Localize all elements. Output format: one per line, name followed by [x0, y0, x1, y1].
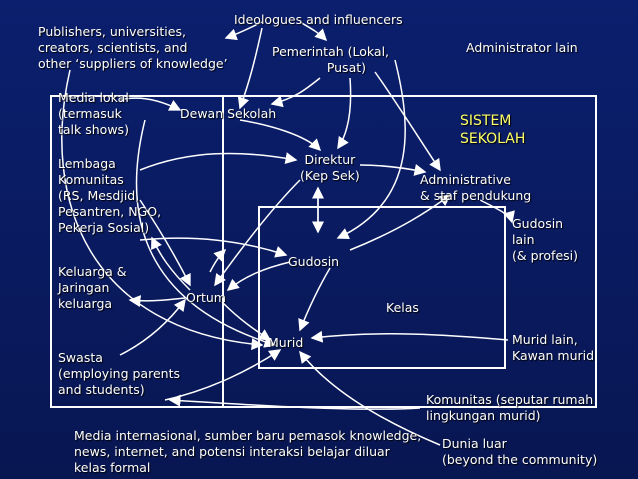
label-media-internasional: Media internasional, sumber baru pemasok…: [74, 428, 422, 475]
label-ideologues: Ideologues and influencers: [234, 12, 403, 27]
arrow-komunitas-to-media-int: [168, 394, 421, 410]
arrow-media-lokal-to-dewan: [119, 97, 182, 111]
label-murid-lain: Murid lain, Kawan murid: [512, 332, 595, 363]
arrow-publishers-to-murid: [61, 69, 264, 351]
label-administrator-lain: Administrator lain: [466, 40, 578, 55]
arrow-gudosin-to-murid: [298, 267, 331, 332]
arrow-murid-lain-to-murid: [310, 330, 509, 343]
arrow-ideologues-to-pemerintah: [299, 21, 328, 42]
arrow-admin-to-gudosin-lain: [479, 199, 515, 224]
label-swasta: Swasta (employing parents and students): [58, 350, 180, 397]
arrow-swasta-to-ortum: [119, 298, 186, 356]
arrow-ortum-to-keluarga: [128, 295, 186, 308]
label-media-lokal: Media lokal (termasuk talk shows): [58, 90, 129, 137]
label-komunitas: Komunitas (seputar rumah lingkungan muri…: [426, 392, 594, 423]
arrow-lembaga-to-direktur: [139, 152, 298, 171]
arrow-direktur-to-admin: [359, 164, 427, 176]
label-sistem-sekolah: SISTEM SEKOLAH: [460, 113, 526, 147]
label-dunia-luar: Dunia luar (beyond the community): [442, 436, 598, 467]
arrow-gudosin-to-admin: [349, 194, 452, 251]
arrow-dewan-to-direktur: [239, 119, 322, 152]
label-gudosin-lain: Gudosin lain (& profesi): [512, 216, 578, 263]
arrow-pemerintah-to-direktur: [337, 77, 352, 150]
arrow-pemerintah-to-gudosin: [336, 59, 406, 240]
arrow-ideologues-to-publishers: [224, 21, 263, 41]
arrow-media-lokal-to-murid: [135, 119, 277, 348]
label-direktur: Direktur (Kep Sek): [300, 152, 360, 183]
label-dewan-sekolah: Dewan Sekolah: [180, 106, 277, 121]
label-murid: Murid: [268, 335, 304, 350]
arrow-pemerintah-to-admin: [374, 71, 441, 172]
label-administrative: Administrative & staf pendukung: [420, 172, 532, 203]
label-keluarga: Keluarga & Jaringan keluarga: [58, 264, 127, 311]
arrow-keluarga-to-gudosin: [139, 237, 288, 258]
label-publishers: Publishers, universities, creators, scie…: [38, 24, 228, 71]
arrow-media-int-to-murid: [164, 349, 282, 401]
label-gudosin: Gudosin: [288, 254, 340, 269]
label-kelas: Kelas: [386, 300, 419, 315]
arrow-lembaga-to-ortum: [139, 199, 191, 287]
arrow-pemerintah-to-dewan: [270, 77, 321, 108]
label-pemerintah: Pemerintah (Lokal, Pusat): [272, 44, 390, 75]
arrow-direktur-to-ortum: [214, 179, 301, 287]
arrow-dunia-luar-to-murid: [299, 350, 441, 446]
classroom-box: [258, 206, 506, 369]
arrow-gudosin-to-ortum: [226, 261, 291, 291]
label-ortum: Ortum: [186, 290, 226, 305]
arrow-ideologues-to-dewan: [237, 27, 263, 110]
arrow-ortum-to-gudosin: [209, 248, 227, 273]
label-lembaga: Lembaga Komunitas (RS, Mesdjid, Pesantre…: [58, 156, 162, 235]
